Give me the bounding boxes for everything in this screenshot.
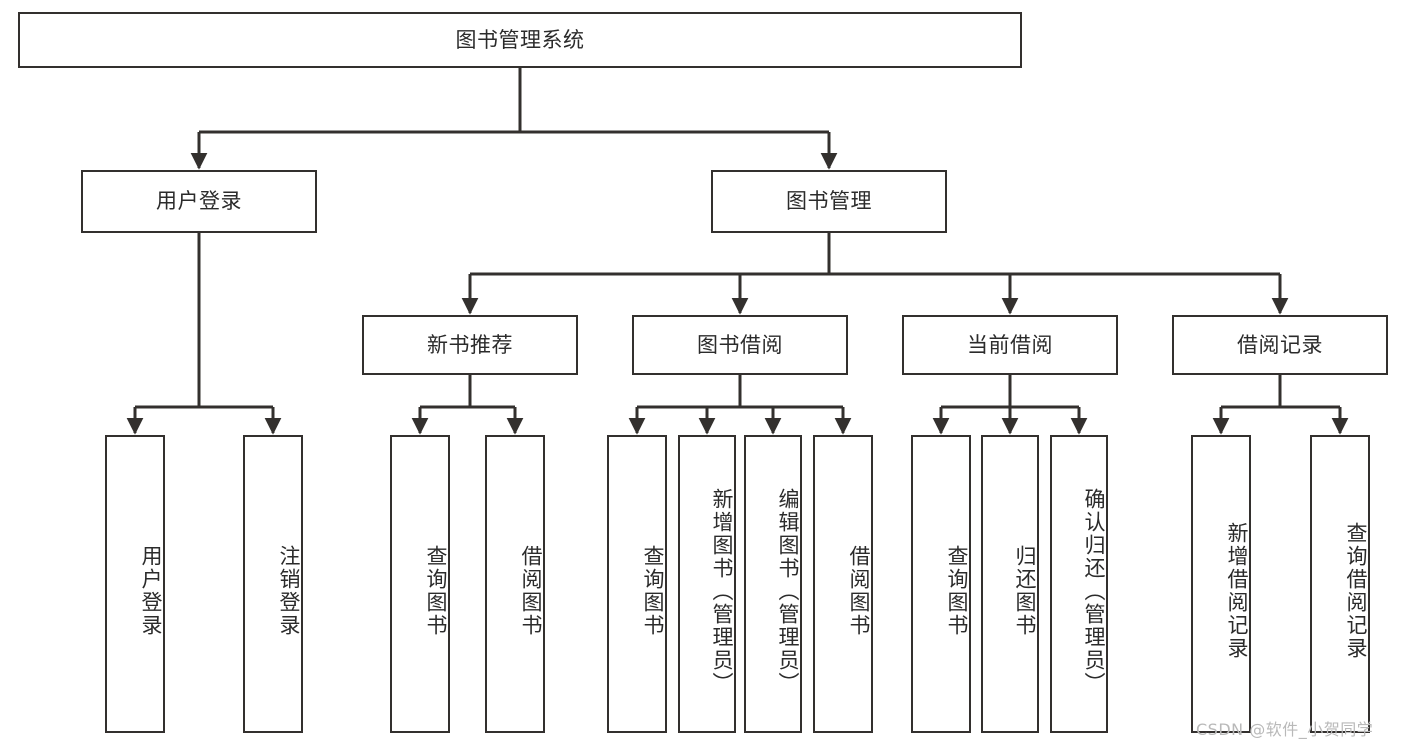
node-leaf-borrow-book-2[interactable]: 借阅图书 xyxy=(813,435,873,733)
node-leaf-query-book-1[interactable]: 查询图书 xyxy=(390,435,450,733)
node-leaf-confirm-return[interactable]: 确认归还（管理员） xyxy=(1050,435,1108,733)
node-leaf-return-book[interactable]: 归还图书 xyxy=(981,435,1039,733)
node-leaf-query-book-3[interactable]: 查询图书 xyxy=(911,435,971,733)
node-leaf-label: 用户登录 xyxy=(139,545,163,637)
node-book-borrow[interactable]: 图书借阅 xyxy=(632,315,848,375)
node-leaf-edit-book[interactable]: 编辑图书（管理员） xyxy=(744,435,802,733)
node-current-borrow[interactable]: 当前借阅 xyxy=(902,315,1118,375)
node-leaf-label: 查询图书 xyxy=(945,545,969,637)
node-leaf-label: 编辑图书（管理员） xyxy=(776,487,800,695)
node-leaf-label: 查询图书 xyxy=(424,545,448,637)
node-leaf-label: 借阅图书 xyxy=(519,545,543,637)
node-leaf-label: 查询图书 xyxy=(641,545,665,637)
node-leaf-label: 新增借阅记录 xyxy=(1225,522,1249,660)
node-leaf-logout[interactable]: 注销登录 xyxy=(243,435,303,733)
node-leaf-label: 确认归还（管理员） xyxy=(1082,487,1106,695)
node-user-login[interactable]: 用户登录 xyxy=(81,170,317,233)
node-leaf-add-record[interactable]: 新增借阅记录 xyxy=(1191,435,1251,733)
node-leaf-label: 查询借阅记录 xyxy=(1344,522,1368,660)
node-new-book-recommend[interactable]: 新书推荐 xyxy=(362,315,578,375)
node-book-management[interactable]: 图书管理 xyxy=(711,170,947,233)
node-leaf-add-book[interactable]: 新增图书（管理员） xyxy=(678,435,736,733)
node-leaf-label: 归还图书 xyxy=(1013,545,1037,637)
node-leaf-label: 注销登录 xyxy=(277,545,301,637)
node-leaf-user-login[interactable]: 用户登录 xyxy=(105,435,165,733)
node-root[interactable]: 图书管理系统 xyxy=(18,12,1022,68)
node-leaf-query-book-2[interactable]: 查询图书 xyxy=(607,435,667,733)
node-leaf-label: 新增图书（管理员） xyxy=(710,487,734,695)
node-leaf-query-record[interactable]: 查询借阅记录 xyxy=(1310,435,1370,733)
node-leaf-borrow-book-1[interactable]: 借阅图书 xyxy=(485,435,545,733)
watermark: CSDN @软件_小贺同学 xyxy=(1196,720,1374,739)
node-borrow-record[interactable]: 借阅记录 xyxy=(1172,315,1388,375)
node-leaf-label: 借阅图书 xyxy=(847,545,871,637)
